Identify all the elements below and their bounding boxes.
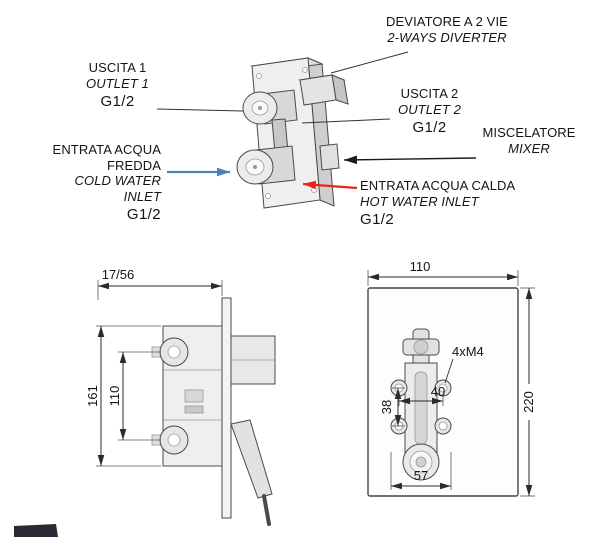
cold-label-it1: ENTRATA ACQUA <box>52 142 161 157</box>
plate-screw-icon <box>311 187 317 193</box>
outlet1-leader-line <box>156 108 244 112</box>
outlet1-thread-size: G1/2 <box>100 93 135 110</box>
plate-screw-icon <box>265 193 271 199</box>
hot-inlet-arrow-icon <box>302 180 358 190</box>
cold-label-en2: INLET <box>123 188 161 204</box>
diverter-box-front <box>299 74 337 106</box>
callout-lines <box>156 51 477 190</box>
callout-cold-inlet: ENTRATA ACQUA FREDDA COLD WATER INLET G1… <box>5 142 161 223</box>
iso-view <box>236 57 349 209</box>
mixer-tab <box>319 143 340 171</box>
dim-depth-label: 17/56 <box>102 267 135 282</box>
side-upper-knob-center <box>167 345 181 359</box>
screws-label: 4xM4 <box>452 344 484 359</box>
side-handle <box>230 419 273 499</box>
dim-height110-label: 110 <box>107 386 122 407</box>
dim-width110-label: 110 <box>410 259 431 274</box>
hot-thread-size: G1/2 <box>360 211 395 228</box>
side-handle-lever <box>262 494 271 526</box>
dim-base57-label: 57 <box>414 468 428 483</box>
cold-thread-size: G1/2 <box>126 206 161 223</box>
side-wall-plate <box>221 297 232 519</box>
mixer-label-en: MIXER <box>508 140 550 156</box>
diverter-label-en: 2-WAYS DIVERTER <box>387 29 507 45</box>
outlet2-label-it: USCITA 2 <box>400 86 459 101</box>
outlet1-label-en: OUTLET 1 <box>86 75 149 91</box>
hot-label-en: HOT WATER INLET <box>360 193 479 209</box>
screws-leader-line <box>444 358 454 384</box>
front-valve-slot <box>414 371 428 445</box>
front-top-knob-center <box>413 339 429 355</box>
plate-screw-icon <box>256 73 262 79</box>
dim-height161-label: 161 <box>85 385 100 407</box>
callout-diverter: DEVIATORE A 2 VIE 2-WAYS DIVERTER <box>363 14 531 45</box>
upper-cartridge-center <box>258 106 262 110</box>
callout-outlet2: USCITA 2 OUTLET 2 G1/2 <box>392 86 467 136</box>
mixer-label-it: MISCELATORE <box>482 125 576 140</box>
callout-hot-inlet: ENTRATA ACQUA CALDA HOT WATER INLET G1/2 <box>360 178 592 228</box>
body-detail-block <box>184 405 204 414</box>
outlet2-leader-line <box>301 118 391 124</box>
dim-height220-label: 220 <box>521 391 536 413</box>
outlet2-thread-size: G1/2 <box>412 119 447 136</box>
cropped-logo <box>14 524 58 537</box>
callout-mixer: MISCELATORE MIXER <box>474 125 584 156</box>
side-lower-knob-center <box>167 433 181 447</box>
plate-screw-icon <box>302 67 308 73</box>
front-bottom-knob-center <box>415 456 427 468</box>
cold-label-en1: COLD WATER <box>74 173 161 188</box>
body-detail-block <box>184 389 204 403</box>
dim-screw40-label: 40 <box>431 384 445 399</box>
mixer-arrow-icon <box>343 155 477 165</box>
cold-label-it2: FREDDA <box>106 157 161 173</box>
diverter-label-it: DEVIATORE A 2 VIE <box>386 14 508 29</box>
diverter-leader-line <box>330 51 409 74</box>
screw-icon <box>438 383 448 393</box>
front-view: 110 220 4xM4 40 38 57 <box>367 259 536 497</box>
side-view: 17/56 161 110 <box>85 267 276 526</box>
outlet1-label-it: USCITA 1 <box>88 60 147 75</box>
callout-outlet1: USCITA 1 OUTLET 1 G1/2 <box>70 60 165 110</box>
screw-icon <box>438 421 448 431</box>
hot-label-it: ENTRATA ACQUA CALDA <box>360 178 516 193</box>
dim-screw38-label: 38 <box>379 400 394 414</box>
lower-cartridge-center <box>253 165 257 169</box>
outlet2-label-en: OUTLET 2 <box>398 101 461 117</box>
